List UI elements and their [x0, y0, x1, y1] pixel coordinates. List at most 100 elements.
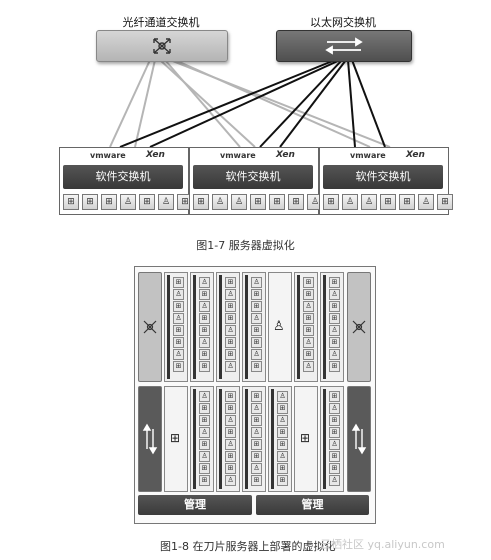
windows-icon: ⊞ — [277, 463, 288, 474]
windows-icon: ⊞ — [329, 313, 340, 324]
linux-icon: ♙ — [158, 194, 174, 210]
linux-icon: ♙ — [251, 403, 262, 414]
linux-icon: ♙ — [277, 415, 288, 426]
windows-icon: ⊞ — [329, 391, 340, 402]
windows-icon: ⊞ — [170, 431, 181, 445]
windows-icon: ⊞ — [250, 194, 266, 210]
host-server: vmware Xen 软件交换机 ⊞ ⊞ ⊞ ♙ ⊞ ♙ ⊞ — [59, 147, 193, 215]
linux-icon: ♙ — [225, 289, 236, 300]
linux-icon: ♙ — [225, 325, 236, 336]
windows-icon: ⊞ — [225, 313, 236, 324]
host-server: vmware Xen 软件交换机 ⊞ ♙ ♙ ⊞ ⊞ ⊞ ♙ — [189, 147, 323, 215]
windows-icon: ⊞ — [225, 337, 236, 348]
linux-icon: ♙ — [329, 403, 340, 414]
windows-icon: ⊞ — [225, 349, 236, 360]
blade-server-windows: ⊞ — [294, 386, 318, 492]
fig8-caption: 图1-8 在刀片服务器上部署的虚拟化 — [160, 540, 336, 553]
fc-switch-icon — [352, 320, 366, 334]
windows-icon: ⊞ — [277, 439, 288, 450]
windows-icon: ⊞ — [225, 277, 236, 288]
windows-icon: ⊞ — [173, 337, 184, 348]
windows-icon: ⊞ — [380, 194, 396, 210]
fc-switch-label: 光纤通道交换机 — [122, 16, 200, 29]
windows-icon: ⊞ — [329, 361, 340, 372]
linux-icon: ♙ — [273, 319, 285, 334]
windows-icon: ⊞ — [63, 194, 79, 210]
windows-icon: ⊞ — [303, 349, 314, 360]
windows-icon: ⊞ — [251, 361, 262, 372]
windows-icon: ⊞ — [139, 194, 155, 210]
windows-icon: ⊞ — [399, 194, 415, 210]
windows-icon: ⊞ — [277, 427, 288, 438]
fc-link — [109, 59, 151, 148]
windows-icon: ⊞ — [277, 475, 288, 486]
windows-icon: ⊞ — [199, 475, 210, 486]
blade-server: ♙⊞⊞♙⊞♙⊞⊞ — [190, 386, 214, 492]
blade-server: ⊞♙⊞⊞♙⊞♙⊞ — [320, 272, 344, 382]
windows-icon: ⊞ — [251, 475, 262, 486]
linux-icon: ♙ — [329, 289, 340, 300]
windows-icon: ⊞ — [251, 289, 262, 300]
linux-icon: ♙ — [303, 301, 314, 312]
vmware-logo: vmware — [90, 151, 126, 160]
blade-server: ⊞♙⊞♙⊞⊞♙⊞ — [164, 272, 188, 382]
linux-icon: ♙ — [199, 337, 210, 348]
windows-icon: ⊞ — [199, 349, 210, 360]
windows-icon: ⊞ — [225, 463, 236, 474]
windows-icon: ⊞ — [251, 451, 262, 462]
linux-icon: ♙ — [303, 361, 314, 372]
blade-server: ♙⊞⊞♙⊞⊞♙⊞ — [242, 272, 266, 382]
windows-icon: ⊞ — [199, 415, 210, 426]
windows-icon: ⊞ — [329, 277, 340, 288]
linux-icon: ♙ — [303, 337, 314, 348]
blade-server: ♙⊞♙⊞⊞♙⊞⊞ — [190, 272, 214, 382]
xen-logo: Xen — [406, 150, 425, 160]
windows-icon: ⊞ — [329, 415, 340, 426]
eth-switch-module — [347, 386, 371, 492]
linux-icon: ♙ — [199, 391, 210, 402]
linux-icon: ♙ — [277, 451, 288, 462]
linux-icon: ♙ — [212, 194, 228, 210]
windows-icon: ⊞ — [193, 194, 209, 210]
host-server: vmware Xen 软件交换机 ⊞ ♙ ♙ ⊞ ⊞ ♙ ⊞ — [319, 147, 453, 215]
linux-icon: ♙ — [329, 439, 340, 450]
watermark: 云栖社区 yq.aliyun.com — [320, 538, 445, 551]
windows-icon: ⊞ — [303, 277, 314, 288]
linux-icon: ♙ — [418, 194, 434, 210]
fc-link — [174, 59, 371, 148]
linux-icon: ♙ — [225, 361, 236, 372]
ethernet-arrows-icon — [325, 37, 363, 55]
linux-icon: ♙ — [173, 313, 184, 324]
linux-icon: ♙ — [173, 349, 184, 360]
eth-link — [149, 59, 341, 148]
windows-icon: ⊞ — [225, 427, 236, 438]
windows-icon: ⊞ — [251, 325, 262, 336]
fc-link — [164, 59, 241, 148]
linux-icon: ♙ — [199, 301, 210, 312]
windows-icon: ⊞ — [251, 337, 262, 348]
windows-icon: ⊞ — [225, 451, 236, 462]
windows-icon: ⊞ — [101, 194, 117, 210]
fig7-caption: 图1-7 服务器虚拟化 — [196, 239, 295, 252]
windows-icon: ⊞ — [329, 451, 340, 462]
windows-icon: ⊞ — [199, 325, 210, 336]
eth-switch-label: 以太网交换机 — [310, 16, 376, 29]
windows-icon: ⊞ — [288, 194, 304, 210]
fc-switch — [96, 30, 228, 62]
blade-server-windows: ⊞ — [164, 386, 188, 492]
eth-link — [119, 59, 336, 148]
xen-logo: Xen — [146, 150, 165, 160]
blade-server: ♙⊞♙⊞⊞♙⊞⊞ — [268, 386, 292, 492]
software-switch: 软件交换机 — [63, 165, 183, 189]
linux-icon: ♙ — [251, 277, 262, 288]
linux-icon: ♙ — [251, 313, 262, 324]
blade-server: ⊞⊞♙⊞⊞♙⊞♙ — [294, 272, 318, 382]
windows-icon: ⊞ — [199, 403, 210, 414]
windows-icon: ⊞ — [269, 194, 285, 210]
linux-icon: ♙ — [329, 475, 340, 486]
windows-icon: ⊞ — [225, 403, 236, 414]
vm-row: ⊞ ⊞ ⊞ ♙ ⊞ ♙ ⊞ — [63, 194, 193, 210]
eth-link — [351, 59, 386, 148]
linux-icon: ♙ — [173, 289, 184, 300]
fc-link — [159, 59, 256, 148]
